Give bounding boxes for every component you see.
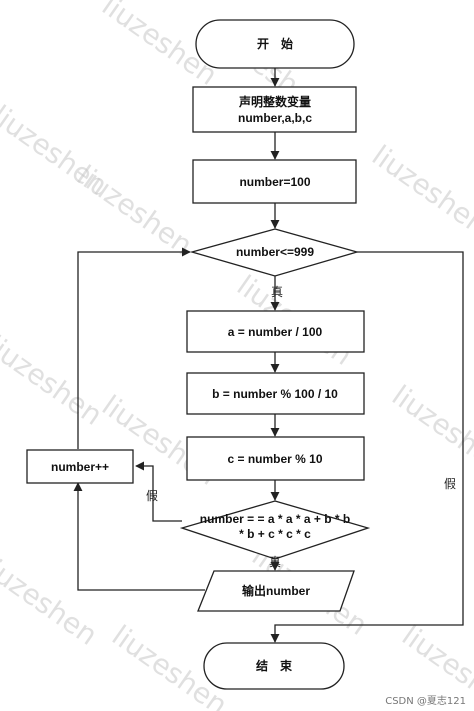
- armstrong-check-label-line2: * b + c * c * c: [239, 527, 311, 541]
- declare-label-line1: 声明整数变量: [238, 94, 311, 109]
- check-true-label: 真: [269, 555, 281, 569]
- watermark-text: liuzeshen: [366, 139, 474, 242]
- end-terminal: [203, 642, 345, 690]
- edge-output-increment: [73, 482, 205, 591]
- declare-label-line2: number,a,b,c: [238, 111, 312, 125]
- end-label: 结 束: [256, 658, 293, 673]
- loop-true-label: 真: [271, 285, 283, 299]
- credit-text: CSDN @夏志121: [385, 696, 466, 707]
- watermark-text: liuzeshen: [0, 329, 108, 432]
- init-box: [192, 159, 357, 204]
- start-terminal: [195, 19, 355, 69]
- loop-condition-label: number<=999: [236, 245, 314, 259]
- armstrong-check-label-line1: number = = a * a * a + b * b: [200, 512, 350, 526]
- loop-condition-diamond: [189, 228, 360, 277]
- edge-increment-loop: [77, 247, 191, 449]
- check-false-label: 假: [146, 489, 158, 503]
- declare-box: [192, 86, 357, 133]
- output-label: 输出number: [242, 583, 310, 598]
- watermark-text: liuzeshen: [71, 159, 199, 262]
- calc-b-label: b = number % 100 / 10: [212, 387, 338, 401]
- calc-b-box: [186, 372, 365, 415]
- calc-c-box: [186, 436, 365, 481]
- edge-loop-false-end: [270, 251, 464, 643]
- armstrong-check-diamond: [179, 500, 371, 560]
- edge-check-false-increment: [135, 461, 182, 522]
- output-parallelogram: [197, 570, 355, 612]
- increment-box: [26, 449, 134, 484]
- increment-label: number++: [51, 460, 109, 474]
- calc-a-label: a = number / 100: [228, 325, 323, 339]
- calc-c-label: c = number % 10: [227, 452, 322, 466]
- start-label: 开 始: [257, 36, 293, 51]
- init-label: number=100: [239, 175, 310, 189]
- watermark-text: liuzeshen: [0, 549, 103, 652]
- loop-false-label: 假: [444, 477, 456, 491]
- connector-layer: [73, 68, 464, 643]
- calc-a-box: [186, 310, 365, 353]
- watermark-text: liuzeshen: [386, 379, 474, 482]
